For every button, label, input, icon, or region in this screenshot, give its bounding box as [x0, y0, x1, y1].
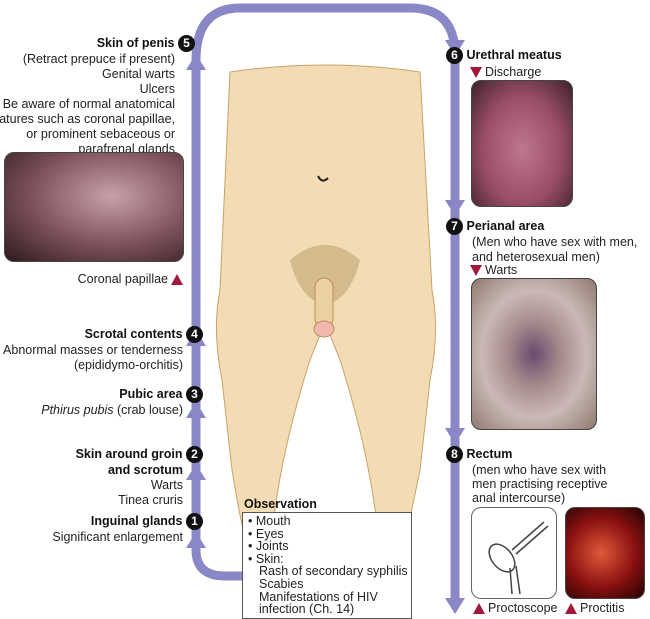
- photo-caption: Coronal papillae: [0, 272, 186, 287]
- step-6-urethral-meatus: 6 Urethral meatus: [446, 47, 562, 64]
- body-figure: [215, 64, 437, 561]
- step-number: 1: [186, 513, 203, 530]
- step-number: 7: [446, 218, 463, 235]
- step-title: Skin of penis: [96, 36, 175, 50]
- caption-text: Coronal papillae: [77, 272, 168, 286]
- observation-subitem: Rash of secondary syphilis: [259, 564, 408, 579]
- step-number: 2: [186, 446, 203, 463]
- arrow-path-left: [191, 3, 460, 605]
- step-title: Perianal area: [466, 219, 545, 233]
- observation-title: Observation: [244, 497, 317, 511]
- coronal-papillae-photo: [4, 152, 184, 262]
- marker-icon: [171, 274, 183, 286]
- step-2-skin-groin: Skin around groin 2 and scrotum Warts Ti…: [0, 446, 203, 508]
- marker-icon: [473, 603, 485, 615]
- step-number: 8: [446, 446, 463, 463]
- step-text: (crab louse): [113, 403, 183, 417]
- observation-subitem: Scabies: [259, 576, 304, 591]
- observation-item: Skin:: [248, 553, 406, 566]
- step-title: Scrotal contents: [84, 327, 183, 341]
- step-number: 3: [186, 386, 203, 403]
- step-text: Warts: [150, 478, 183, 492]
- step-title-cont: and scrotum: [107, 463, 183, 477]
- photo-caption: Proctitis: [562, 601, 624, 616]
- caption-text: Warts: [485, 263, 518, 277]
- step-number: 5: [178, 35, 195, 52]
- proctoscope-illustration: [471, 507, 557, 599]
- step-text: (Men who have sex with men,: [472, 235, 638, 249]
- step-text: or prominent sebaceous or: [26, 127, 175, 141]
- step-text: (men who have sex with: [472, 463, 607, 477]
- step-text: Ulcers: [139, 82, 175, 96]
- species-name: Pthirus pubis: [41, 403, 114, 417]
- step-text: anal intercourse): [472, 491, 566, 505]
- step-title: Rectum: [466, 447, 513, 461]
- step-title: Inguinal glands: [90, 514, 183, 528]
- observation-item: Mouth: [248, 515, 406, 528]
- step-number: 4: [186, 326, 203, 343]
- step-4-scrotal-contents: Scrotal contents 4 Abnormal masses or te…: [0, 326, 203, 373]
- observation-subitem: infection (Ch. 14): [259, 602, 355, 617]
- step-text: features such as coronal papillae,: [0, 112, 175, 126]
- observation-box: Mouth Eyes Joints Skin: Rash of secondar…: [242, 512, 412, 619]
- step-number: 6: [446, 47, 463, 64]
- step-1-inguinal-glands: Inguinal glands 1 Significant enlargemen…: [0, 513, 203, 545]
- urethral-discharge-photo: [471, 80, 573, 207]
- step-text: and heterosexual men): [472, 250, 600, 264]
- step-text: Significant enlargement: [52, 530, 183, 544]
- step-text: Be aware of normal anatomical: [2, 97, 175, 111]
- observation-item: Eyes: [248, 527, 406, 541]
- step-title: Urethral meatus: [466, 48, 562, 62]
- step-3-pubic-area: Pubic area 3 Pthirus pubis (crab louse): [0, 386, 203, 418]
- step-text: Tinea cruris: [118, 493, 183, 507]
- step-title: Pubic area: [119, 387, 183, 401]
- perianal-warts-photo: [471, 278, 597, 430]
- step-5-skin-of-penis: Skin of penis 5 (Retract prepuce if pres…: [0, 35, 195, 157]
- step-text: Abnormal masses or tenderness: [3, 343, 183, 357]
- step-text: Genital warts: [102, 67, 175, 81]
- step-text: (epididymo-orchitis): [73, 358, 183, 372]
- photo-caption: Proctoscope: [470, 601, 557, 616]
- marker-icon: [470, 67, 482, 79]
- caption-text: Proctitis: [580, 601, 625, 615]
- photo-caption: Warts: [470, 263, 517, 278]
- step-text: men practising receptive: [472, 477, 608, 491]
- observation-subitem: Manifestations of HIV: [259, 589, 378, 604]
- proctitis-photo: [565, 507, 645, 599]
- step-7-perianal-area: 7 Perianal area (Men who have sex with m…: [446, 218, 637, 265]
- marker-icon: [565, 603, 577, 615]
- marker-icon: [470, 265, 482, 277]
- caption-text: Discharge: [485, 65, 542, 79]
- observation-item: Joints: [248, 540, 406, 553]
- step-text: (Retract prepuce if present): [22, 52, 175, 66]
- caption-text: Proctoscope: [488, 601, 558, 615]
- step-title: Skin around groin: [75, 447, 183, 461]
- photo-caption: Discharge: [470, 65, 541, 80]
